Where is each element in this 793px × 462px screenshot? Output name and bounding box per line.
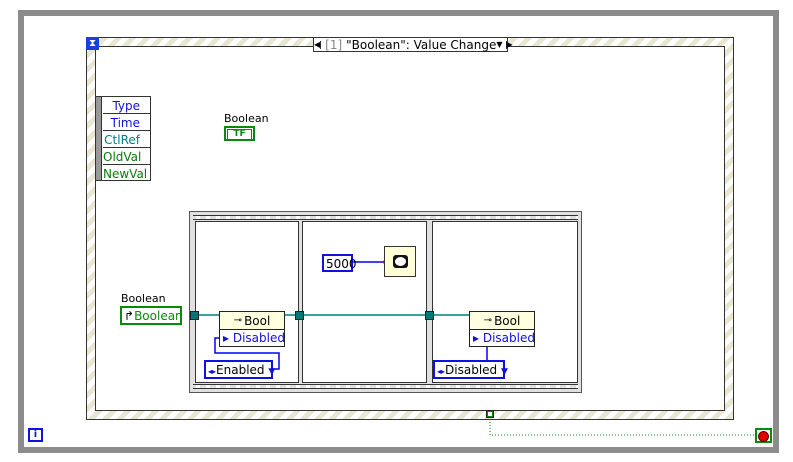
increment-decrement-icon[interactable]: ◂▸ bbox=[437, 367, 446, 376]
event-field-oldval[interactable]: OldVal bbox=[103, 148, 150, 165]
tunnel[interactable] bbox=[486, 410, 494, 418]
property-node-class: Bool bbox=[244, 313, 271, 328]
boolean-terminal-label: Boolean bbox=[224, 112, 269, 125]
property-name: Disabled bbox=[482, 331, 535, 345]
enum-constant-enabled[interactable]: ◂▸Enabled ▼ bbox=[204, 360, 276, 379]
property-disabled[interactable]: ▸ Disabled bbox=[473, 331, 535, 345]
event-data-node[interactable]: Type Time CtlRef OldVal NewVal bbox=[95, 96, 151, 181]
reference-arrow-icon: ↱ bbox=[124, 309, 135, 323]
tunnel[interactable] bbox=[295, 311, 304, 320]
event-field-type[interactable]: Type bbox=[103, 97, 150, 114]
watch-icon bbox=[392, 255, 408, 268]
event-case-selector[interactable]: ◀ [1] "Boolean": Value Change ▼ ▶ bbox=[313, 37, 513, 52]
enum-value: Disabled bbox=[445, 363, 498, 377]
event-field-newval[interactable]: NewVal bbox=[103, 167, 148, 181]
case-index: [1] bbox=[325, 37, 343, 52]
key-icon: ⊸ bbox=[233, 314, 243, 326]
tunnel[interactable] bbox=[190, 311, 199, 320]
wait-ms-function[interactable] bbox=[384, 246, 416, 277]
event-field-ctlref[interactable]: CtlRef bbox=[103, 131, 150, 148]
dropdown-icon[interactable]: ▼ bbox=[496, 39, 503, 49]
sequence-frame-1[interactable] bbox=[195, 221, 299, 383]
dropdown-icon[interactable]: ▼ bbox=[268, 367, 276, 377]
decrement-arrow-icon[interactable]: ◀ bbox=[314, 39, 322, 49]
property-name: Disabled bbox=[232, 331, 285, 345]
key-icon: ⊸ bbox=[483, 314, 493, 326]
enum-value: Enabled bbox=[216, 363, 265, 377]
hourglass-icon: ⧗ bbox=[86, 37, 99, 50]
sequence-frame-3[interactable] bbox=[432, 221, 578, 383]
stop-icon bbox=[758, 431, 769, 442]
iteration-terminal[interactable]: i bbox=[28, 428, 43, 442]
event-field-time[interactable]: Time bbox=[103, 114, 150, 131]
property-node[interactable]: ⊸Bool ▸ Disabled bbox=[219, 311, 285, 347]
boolean-reference-value: Boolean bbox=[134, 309, 183, 323]
stop-terminal[interactable] bbox=[755, 428, 772, 443]
case-name: "Boolean": Value Change bbox=[346, 37, 497, 52]
increment-arrow-icon[interactable]: ▶ bbox=[505, 39, 513, 49]
numeric-constant[interactable]: 5000 bbox=[322, 254, 357, 272]
property-node[interactable]: ⊸Bool ▸ Disabled bbox=[469, 311, 535, 347]
property-node-class: Bool bbox=[494, 313, 521, 328]
flat-sequence-structure[interactable] bbox=[189, 211, 582, 393]
boolean-reference-label: Boolean bbox=[121, 292, 166, 305]
boolean-reference[interactable]: ↱Boolean bbox=[120, 306, 183, 325]
property-disabled[interactable]: ▸ Disabled bbox=[223, 331, 285, 345]
dropdown-icon[interactable]: ▼ bbox=[501, 367, 508, 377]
tunnel[interactable] bbox=[425, 311, 434, 320]
boolean-terminal[interactable]: TF bbox=[224, 126, 255, 141]
enum-constant-disabled[interactable]: ◂▸Disabled ▼ bbox=[433, 360, 508, 379]
increment-decrement-icon[interactable]: ◂▸ bbox=[208, 367, 217, 376]
while-loop[interactable] bbox=[18, 10, 779, 453]
